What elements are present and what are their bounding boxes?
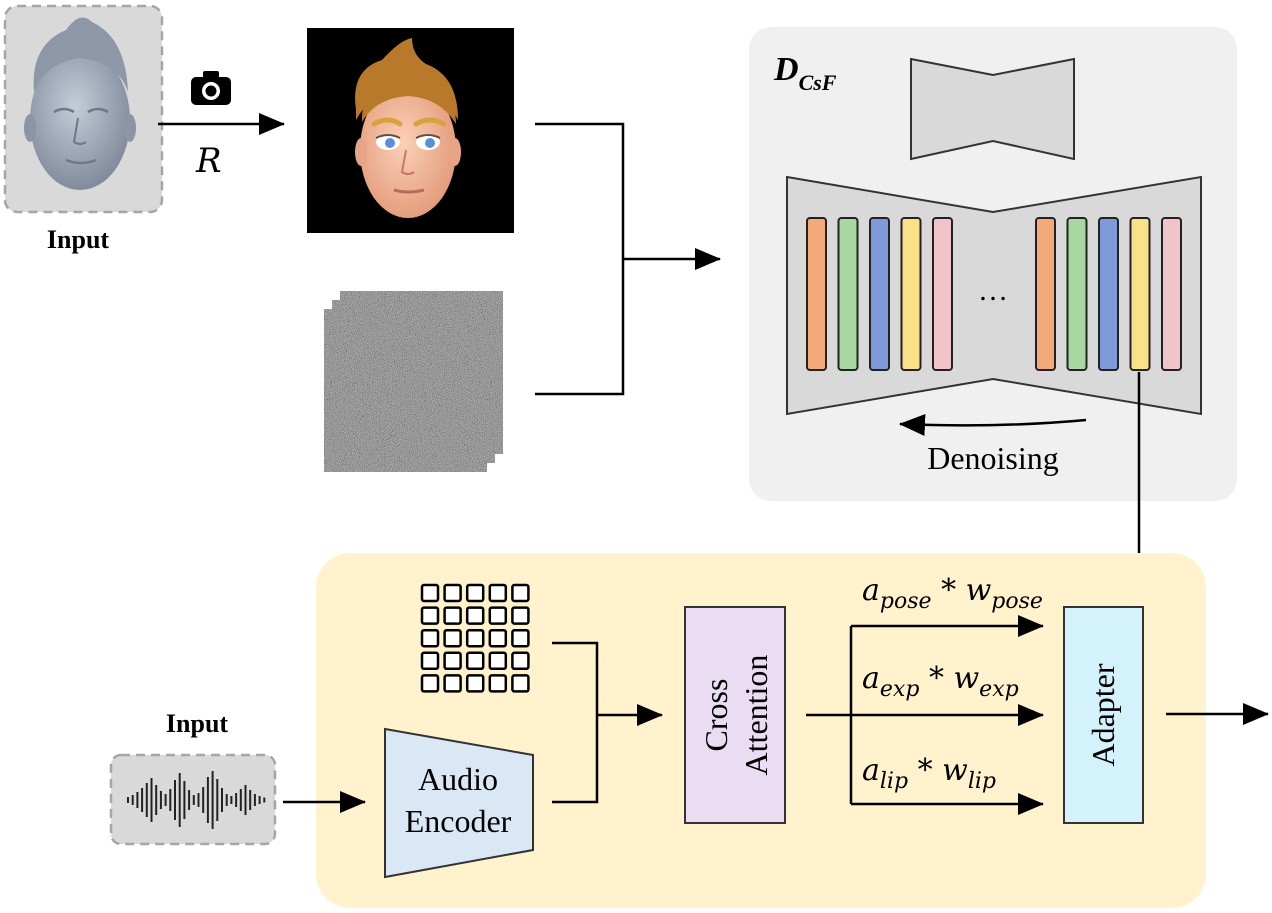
dcsf-title: DCsF bbox=[773, 51, 837, 95]
denoising-label: Denoising bbox=[927, 440, 1059, 476]
audio-encoder-label: Audio bbox=[418, 761, 498, 797]
render-symbol: R bbox=[195, 141, 222, 181]
grid-cell bbox=[420, 651, 440, 671]
grid-cell bbox=[488, 583, 508, 603]
grid-cell bbox=[511, 651, 530, 671]
input-face-group bbox=[3, 4, 164, 214]
grid-cell bbox=[488, 674, 508, 693]
grid-cell bbox=[443, 583, 462, 603]
merge-connector-bottom bbox=[552, 641, 663, 804]
grid-cell bbox=[465, 583, 485, 603]
grey-head-icon bbox=[24, 17, 136, 190]
grid-cell bbox=[420, 674, 440, 693]
grid-cell bbox=[511, 628, 530, 648]
audio-input-label: Input bbox=[166, 709, 228, 738]
grid-cell bbox=[465, 651, 485, 671]
grid-cell bbox=[443, 628, 462, 648]
merge-connector-top bbox=[535, 122, 721, 396]
unet-block-left-4 bbox=[900, 217, 922, 371]
grid-cell bbox=[465, 606, 485, 625]
grid-cell bbox=[443, 674, 462, 693]
vae-shape bbox=[910, 57, 1075, 161]
unet-block-right-4 bbox=[1129, 217, 1151, 371]
audio-input-group bbox=[109, 753, 277, 846]
lip-weight-label: alip * wlip bbox=[862, 753, 996, 794]
unet-block-left-5 bbox=[932, 217, 953, 371]
grid-cell bbox=[488, 628, 508, 648]
unet-blocks-left bbox=[806, 217, 953, 371]
grid-cell bbox=[465, 628, 485, 648]
noise-image-stack bbox=[324, 291, 503, 472]
rendered-face-image bbox=[307, 28, 514, 233]
adapter-label: Adapter bbox=[1085, 663, 1121, 766]
waveform-icon bbox=[127, 771, 266, 829]
unet-block-left-2 bbox=[837, 217, 859, 371]
adapter-block bbox=[1063, 606, 1144, 824]
cross-attention-block bbox=[684, 606, 786, 824]
input-face-label: Input bbox=[47, 225, 109, 254]
grid-cell bbox=[511, 674, 530, 693]
grid-cell bbox=[443, 651, 462, 671]
unet-shape bbox=[786, 175, 1202, 416]
unet-block-left-1 bbox=[806, 217, 827, 371]
query-token-grid bbox=[420, 583, 530, 693]
denoising-arrow bbox=[899, 414, 1087, 436]
grid-cell bbox=[488, 651, 508, 671]
unet-block-left-3 bbox=[869, 217, 890, 371]
audio-encoder-block bbox=[384, 727, 534, 879]
unet-block-right-1 bbox=[1035, 217, 1056, 371]
grid-cell bbox=[420, 583, 440, 603]
grid-cell bbox=[420, 628, 440, 648]
unet-ellipsis: … bbox=[978, 274, 1008, 307]
grid-cell bbox=[511, 583, 530, 603]
unet-blocks-right bbox=[1035, 217, 1182, 371]
unet-block-right-2 bbox=[1066, 217, 1088, 371]
unet-block-right-5 bbox=[1161, 217, 1182, 371]
grid-cell bbox=[511, 606, 530, 625]
pose-weight-label: apose * wpose bbox=[862, 573, 1043, 614]
grid-cell bbox=[488, 606, 508, 625]
audio-encoder-label-2: Encoder bbox=[405, 803, 512, 839]
unet-block-right-3 bbox=[1098, 217, 1119, 371]
grid-cell bbox=[420, 606, 440, 625]
grid-cell bbox=[443, 606, 462, 625]
grid-cell bbox=[465, 674, 485, 693]
exp-weight-label: aexp * wexp bbox=[862, 661, 1019, 702]
cross-attention-label-2: Attention bbox=[738, 655, 774, 776]
camera-icon bbox=[191, 71, 231, 105]
cross-attention-label-1: Cross bbox=[698, 679, 734, 752]
branch-connector bbox=[806, 615, 1044, 815]
